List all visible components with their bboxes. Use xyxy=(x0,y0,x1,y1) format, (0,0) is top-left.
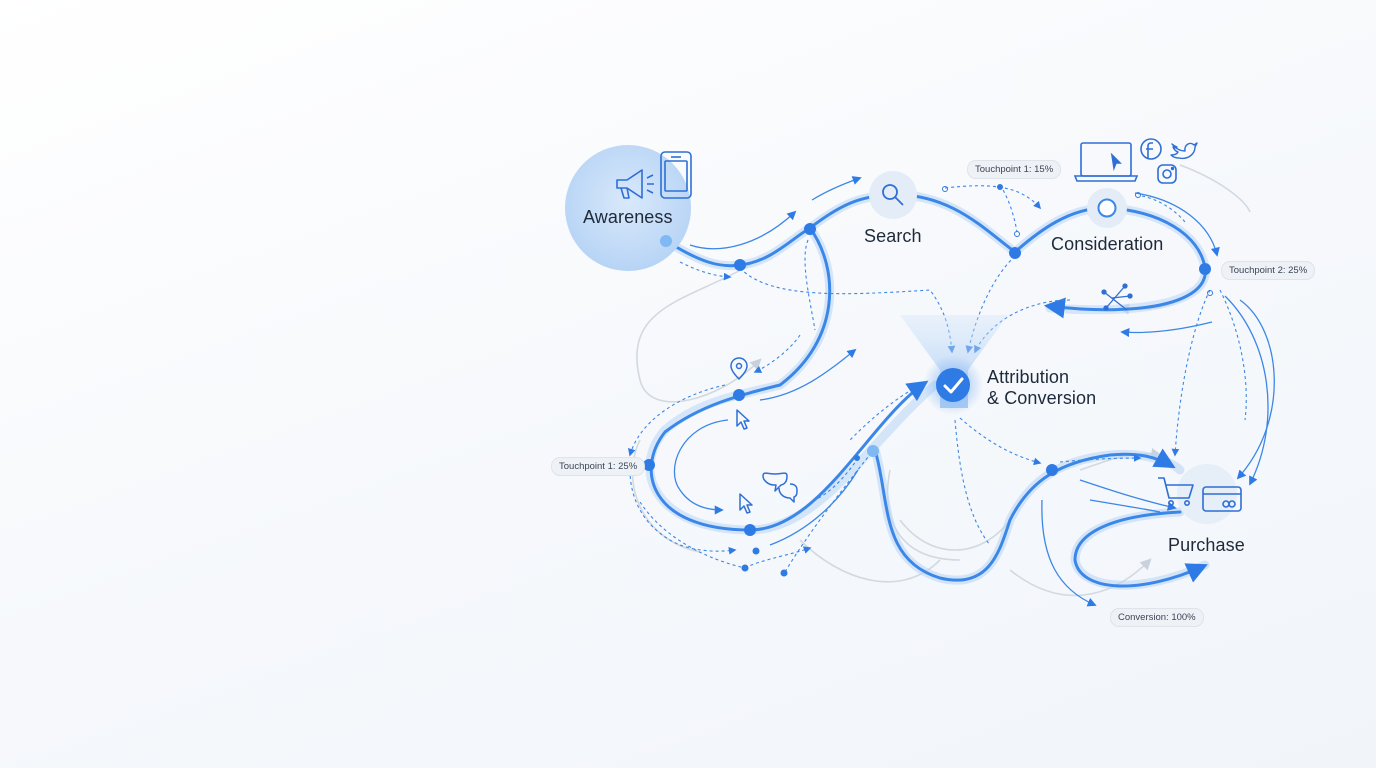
search-circle xyxy=(869,171,917,219)
smartphone-icon xyxy=(660,151,692,199)
cursor-icon xyxy=(736,409,750,430)
network-icon xyxy=(1101,283,1133,311)
touchpoint-badge-right: Touchpoint 2: 25% xyxy=(1221,261,1316,280)
main-flow-paths xyxy=(649,193,1208,588)
laptop-icon xyxy=(1073,142,1139,182)
location-pin-icon xyxy=(730,357,748,381)
search-label: Search xyxy=(864,226,922,246)
search-icon xyxy=(882,184,904,206)
awareness-label: Awareness xyxy=(583,207,673,227)
thin-arrows xyxy=(673,176,1275,607)
touchpoint-badge-left: Touchpoint 1: 25% xyxy=(551,457,646,476)
awareness-circle xyxy=(565,145,691,271)
credit-card-icon xyxy=(1202,486,1242,512)
cursor-icon xyxy=(739,493,753,514)
twitter-icon xyxy=(1170,142,1198,160)
facebook-icon xyxy=(1140,138,1162,160)
checkmark-icon xyxy=(936,368,970,402)
instagram-icon xyxy=(1157,164,1177,184)
attribution-label: Attribution xyxy=(987,367,1070,387)
consideration-label: Consideration xyxy=(1051,234,1164,254)
conversion-badge: Conversion: 100% xyxy=(1110,608,1204,627)
background-paths xyxy=(631,164,1251,597)
touchpoint-badge-top: Touchpoint 1: 15% xyxy=(967,160,1062,179)
path-dots xyxy=(643,184,1213,577)
purchase-label: Purchase xyxy=(1168,535,1245,555)
megaphone-icon xyxy=(616,169,654,199)
conversion-label: & Conversion xyxy=(987,388,1097,408)
shopping-cart-icon xyxy=(1158,477,1194,506)
chat-bubbles-icon xyxy=(762,472,798,503)
